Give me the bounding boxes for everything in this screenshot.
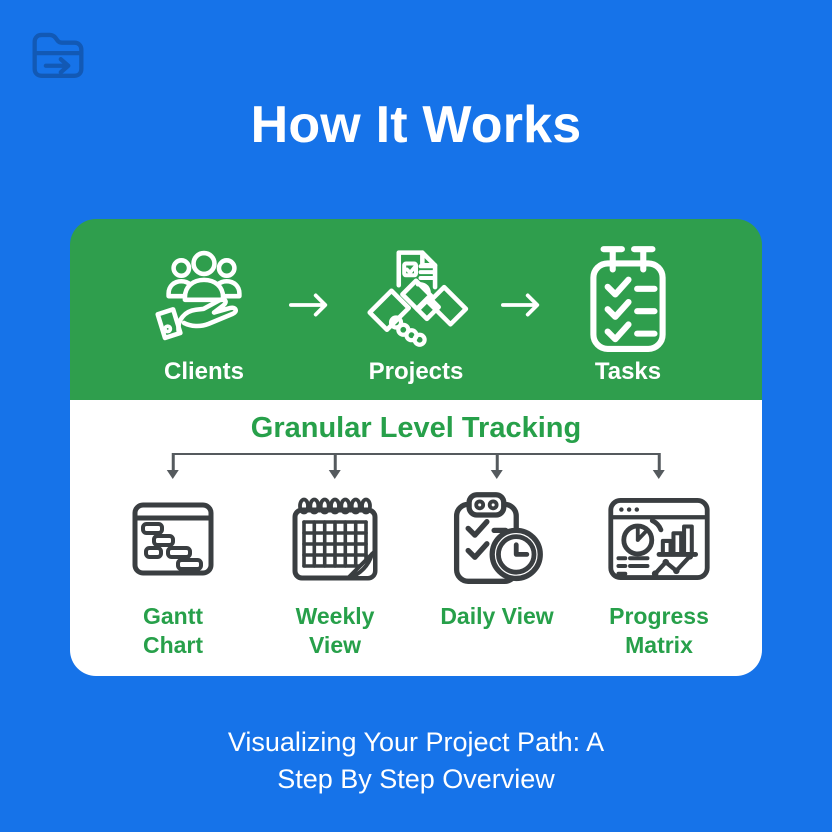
caption-line-2: Step By Step Overview [277,763,555,794]
tracking-grid: Gantt Chart [92,488,740,660]
tracking-item-label: Gantt Chart [142,603,204,658]
tracking-item-daily: Daily View [416,488,578,660]
daily-clipboard-clock-icon [443,488,551,590]
tracking-item-label: Progress Matrix [609,603,709,658]
tracking-item-gantt: Gantt Chart [92,488,254,660]
tracking-section: Granular Level Tracking [70,400,762,676]
projects-handshake-icon [357,241,475,355]
flow-step-label: Projects [368,358,464,385]
weekly-calendar-icon [285,488,385,590]
caption: Visualizing Your Project Path: A Step By… [0,724,832,799]
progress-dashboard-icon [605,488,713,590]
down-arrow-icon [495,453,499,470]
page-title: How It Works [250,96,582,154]
flow-step-clients: Clients [129,241,279,386]
tracking-item-label: Daily View [440,603,554,629]
flow-section: Clients [70,219,762,400]
tracking-item-label: Weekly View [295,603,375,658]
tracking-title: Granular Level Tracking [250,412,582,444]
down-arrow-icon [333,453,337,470]
connector-line [173,453,659,455]
folder-arrow-icon [28,27,88,83]
tracking-item-progress: Progress Matrix [578,488,740,660]
down-arrow-icon [657,453,661,470]
right-arrow-icon [501,291,543,319]
flow-step-label: Clients [163,358,244,385]
down-arrow-icon [171,453,175,470]
flow-step-label: Tasks [594,358,662,385]
flow-step-projects: Projects [341,241,491,386]
tasks-checklist-icon [577,241,679,355]
gantt-chart-icon [123,488,223,590]
right-arrow-icon [289,291,331,319]
clients-icon [145,241,263,355]
flow-step-tasks: Tasks [553,241,703,386]
workflow-card: Clients [70,219,762,676]
tracking-item-weekly: Weekly View [254,488,416,660]
caption-line-1: Visualizing Your Project Path: A [227,726,605,757]
branch-connector [92,453,740,482]
